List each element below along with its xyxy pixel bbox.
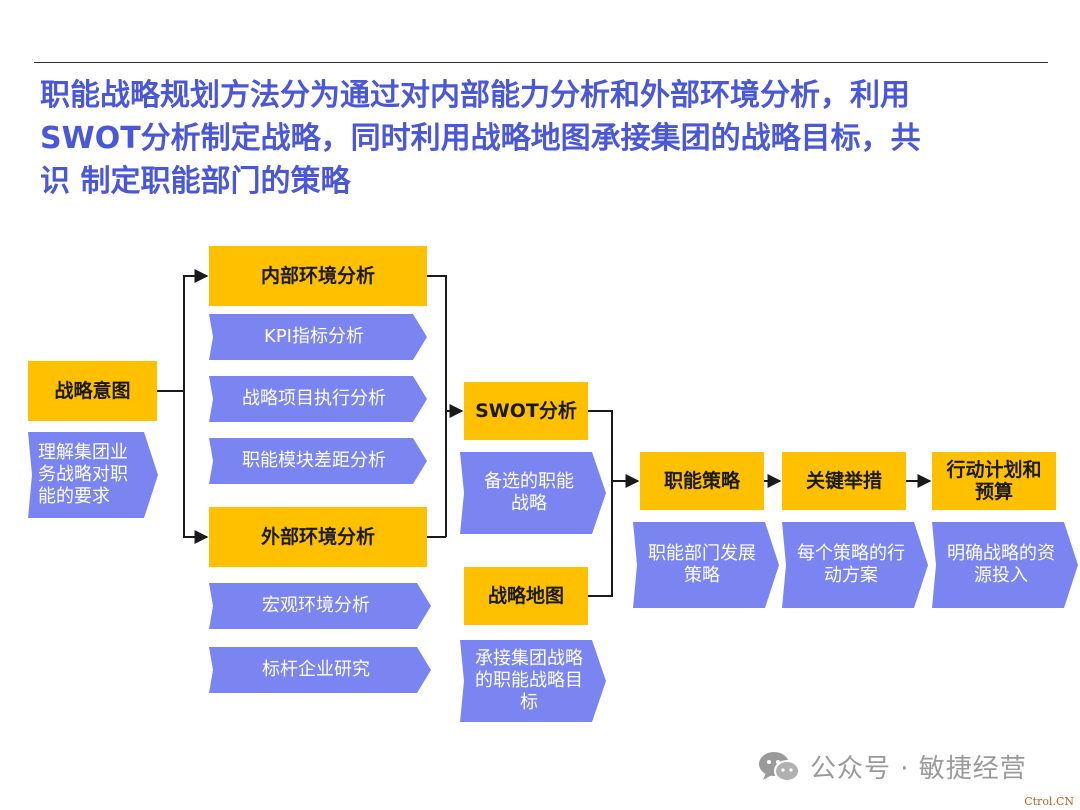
functional-strategy-desc-box: 职能部门发展策略: [633, 522, 779, 608]
top-rule: [34, 62, 1048, 63]
swot-desc-box: 备选的职能战略: [460, 452, 606, 534]
swot-label: SWOT分析: [475, 400, 577, 422]
connector-internal-out: [427, 275, 447, 537]
external-analysis-label: 外部环境分析: [260, 526, 375, 548]
key-measures-label: 关键举措: [805, 470, 882, 492]
external-item-box: 标杆企业研究: [209, 647, 431, 693]
strategic-intent-box: 战略意图: [28, 361, 157, 421]
key-measures-desc-box: 每个策略的行动方案: [782, 522, 928, 608]
connector-map-out: [588, 481, 613, 597]
functional-strategy-box: 职能策略: [640, 452, 764, 510]
corner-tag: Ctrol.CN: [1024, 795, 1074, 808]
page-title: 职能战略规划方法分为通过对内部能力分析和外部环境分析，利用 SWOT分析制定战略…: [40, 74, 1020, 203]
functional-strategy-label: 职能策略: [663, 470, 740, 492]
title-line-3: 识 制定职能部门的策略: [40, 164, 351, 199]
strategic-intent-label: 战略意图: [54, 380, 131, 402]
internal-item: 战略项目执行分析: [242, 388, 386, 409]
action-plan-box: 行动计划和预算: [932, 452, 1056, 510]
functional-strategy-desc: 职能部门发展策略: [648, 543, 756, 586]
key-measures-desc: 每个策略的行动方案: [797, 543, 905, 586]
connector-to-internal: [183, 269, 209, 391]
swot-desc: 备选的职能战略: [484, 471, 574, 514]
strategic-intent-desc: 理解集团业务战略对职能的要求: [38, 442, 128, 507]
internal-item: KPI指标分析: [264, 326, 364, 347]
internal-analysis-box: 内部环境分析: [209, 246, 427, 306]
internal-analysis-label: 内部环境分析: [260, 265, 375, 287]
connector-swot-out: [588, 410, 613, 481]
watermark: 公众号 · 敏捷经营: [758, 748, 1027, 785]
title-line-2: SWOT分析制定战略，同时利用战略地图承接集团的战略目标，共: [40, 121, 921, 156]
internal-item-box: KPI指标分析: [209, 314, 427, 360]
external-analysis-box: 外部环境分析: [209, 507, 427, 567]
strategy-map-box: 战略地图: [464, 567, 588, 625]
strategy-map-desc-box: 承接集团战略的职能战略目标: [460, 640, 606, 722]
external-item: 宏观环境分析: [262, 595, 370, 616]
action-plan-desc-box: 明确战略的资源投入: [932, 522, 1078, 608]
key-measures-box: 关键举措: [782, 452, 906, 510]
strategy-map-label: 战略地图: [487, 585, 564, 607]
action-plan-desc: 明确战略的资源投入: [947, 543, 1055, 586]
strategic-intent-desc-box: 理解集团业务战略对职能的要求: [28, 432, 158, 518]
internal-item: 职能模块差距分析: [242, 450, 386, 471]
connector-to-external: [183, 391, 209, 544]
internal-item-box: 职能模块差距分析: [209, 438, 427, 484]
swot-box: SWOT分析: [464, 382, 588, 440]
action-plan-label: 行动计划和预算: [946, 459, 1042, 503]
internal-item-box: 战略项目执行分析: [209, 376, 427, 422]
external-item-box: 宏观环境分析: [209, 583, 431, 629]
external-item: 标杆企业研究: [262, 659, 370, 680]
title-line-1: 职能战略规划方法分为通过对内部能力分析和外部环境分析，利用: [40, 78, 910, 113]
watermark-text: 公众号 · 敏捷经营: [810, 754, 1027, 784]
strategy-map-desc: 承接集团战略的职能战略目标: [475, 648, 583, 713]
wechat-icon: [759, 751, 800, 782]
